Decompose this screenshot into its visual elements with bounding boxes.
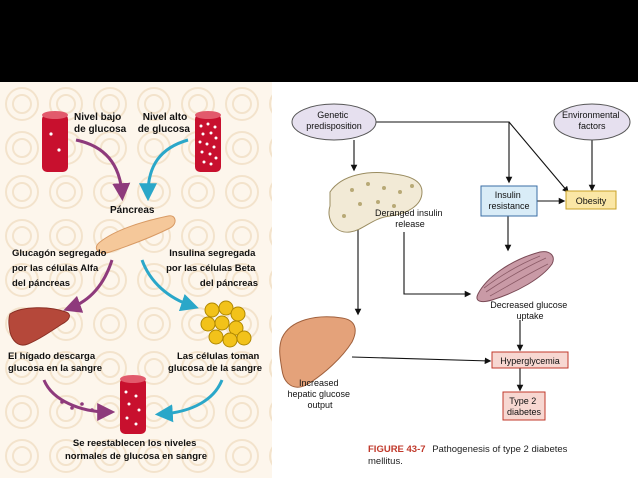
genetic-predisposition-label: Genetic predisposition [306, 110, 362, 131]
hyperglycemia-node [491, 351, 569, 369]
insulin-resistance-label: Insulin resistance [488, 190, 529, 211]
low-to-pancreas-arrow [75, 138, 131, 202]
liver-icon [8, 307, 70, 346]
type2-pathogenesis-diagram: Genetic predisposition Environmental fac… [279, 103, 631, 467]
decreased-uptake-label: Decreased glucose uptake [490, 300, 570, 321]
glucose-regulation-diagram: Nivel bajo de glucosa Nivel alto de gluc… [0, 82, 272, 478]
liver-icon [279, 316, 356, 388]
type2-pathogenesis-panel: Genetic predisposition Environmental fac… [272, 82, 638, 478]
glucose-regulation-panel: Nivel bajo de glucosa Nivel alto de gluc… [0, 82, 272, 478]
obesity-node [565, 190, 617, 210]
liver-to-restored-arrow [42, 379, 116, 421]
hepatic-output-label: Increased hepatic glucose output [287, 378, 352, 410]
caption-text-line2: mellitus. [368, 456, 403, 467]
glucose-dots [60, 400, 94, 412]
caption-label: FIGURE 43-7 [368, 444, 426, 455]
type2-diabetes-node [502, 391, 546, 421]
connector-lines [350, 121, 596, 392]
restored-glucose-tube-icon [120, 375, 146, 434]
liver-label: El hígado descarga glucosa en la sangre [8, 351, 102, 374]
restored-label: Se reestablecen los niveles normales de … [65, 438, 207, 462]
high-to-pancreas-arrow [139, 138, 189, 202]
deranged-insulin-label: Deranged insulin release [375, 208, 445, 229]
pancreas-to-cells-arrow [140, 259, 199, 312]
insulin-resistance-node [480, 185, 538, 217]
figure-caption: FIGURE 43-7 Pathogenesis of type 2 diabe… [368, 444, 570, 467]
pancreas-icon [328, 172, 423, 233]
obesity-label: Obesity [576, 196, 607, 206]
pancreas-texture [342, 182, 414, 218]
type2-diabetes-label: Type 2 diabetes [507, 396, 542, 417]
genetic-predisposition-node [291, 103, 377, 141]
environmental-factors-node [553, 103, 631, 141]
cells-label: Las células toman glucosa de la sangre [168, 351, 262, 374]
glucagon-label: Glucagón segregado por las células Alfa … [12, 248, 109, 289]
low-glucose-tube-icon [42, 111, 68, 172]
pancreas-icon [95, 215, 176, 254]
muscle-icon [476, 251, 554, 303]
high-glucose-label: Nivel alto de glucosa [138, 112, 191, 135]
hyperglycemia-label: Hyperglycemia [500, 356, 560, 366]
cells-icon [200, 300, 252, 348]
pancreas-label: Páncreas [110, 205, 155, 216]
high-glucose-tube-icon [195, 111, 221, 172]
pancreas-to-liver-arrow [63, 259, 114, 313]
cells-to-restored-arrow [154, 379, 224, 423]
caption-text-line1: Pathogenesis of type 2 diabetes [432, 444, 567, 455]
low-glucose-label: Nivel bajo de glucosa [74, 112, 127, 135]
insulin-label: Insulina segregada por las células Beta … [166, 248, 258, 289]
muscle-fibers [483, 255, 549, 297]
environmental-factors-label: Environmental factors [562, 110, 622, 131]
